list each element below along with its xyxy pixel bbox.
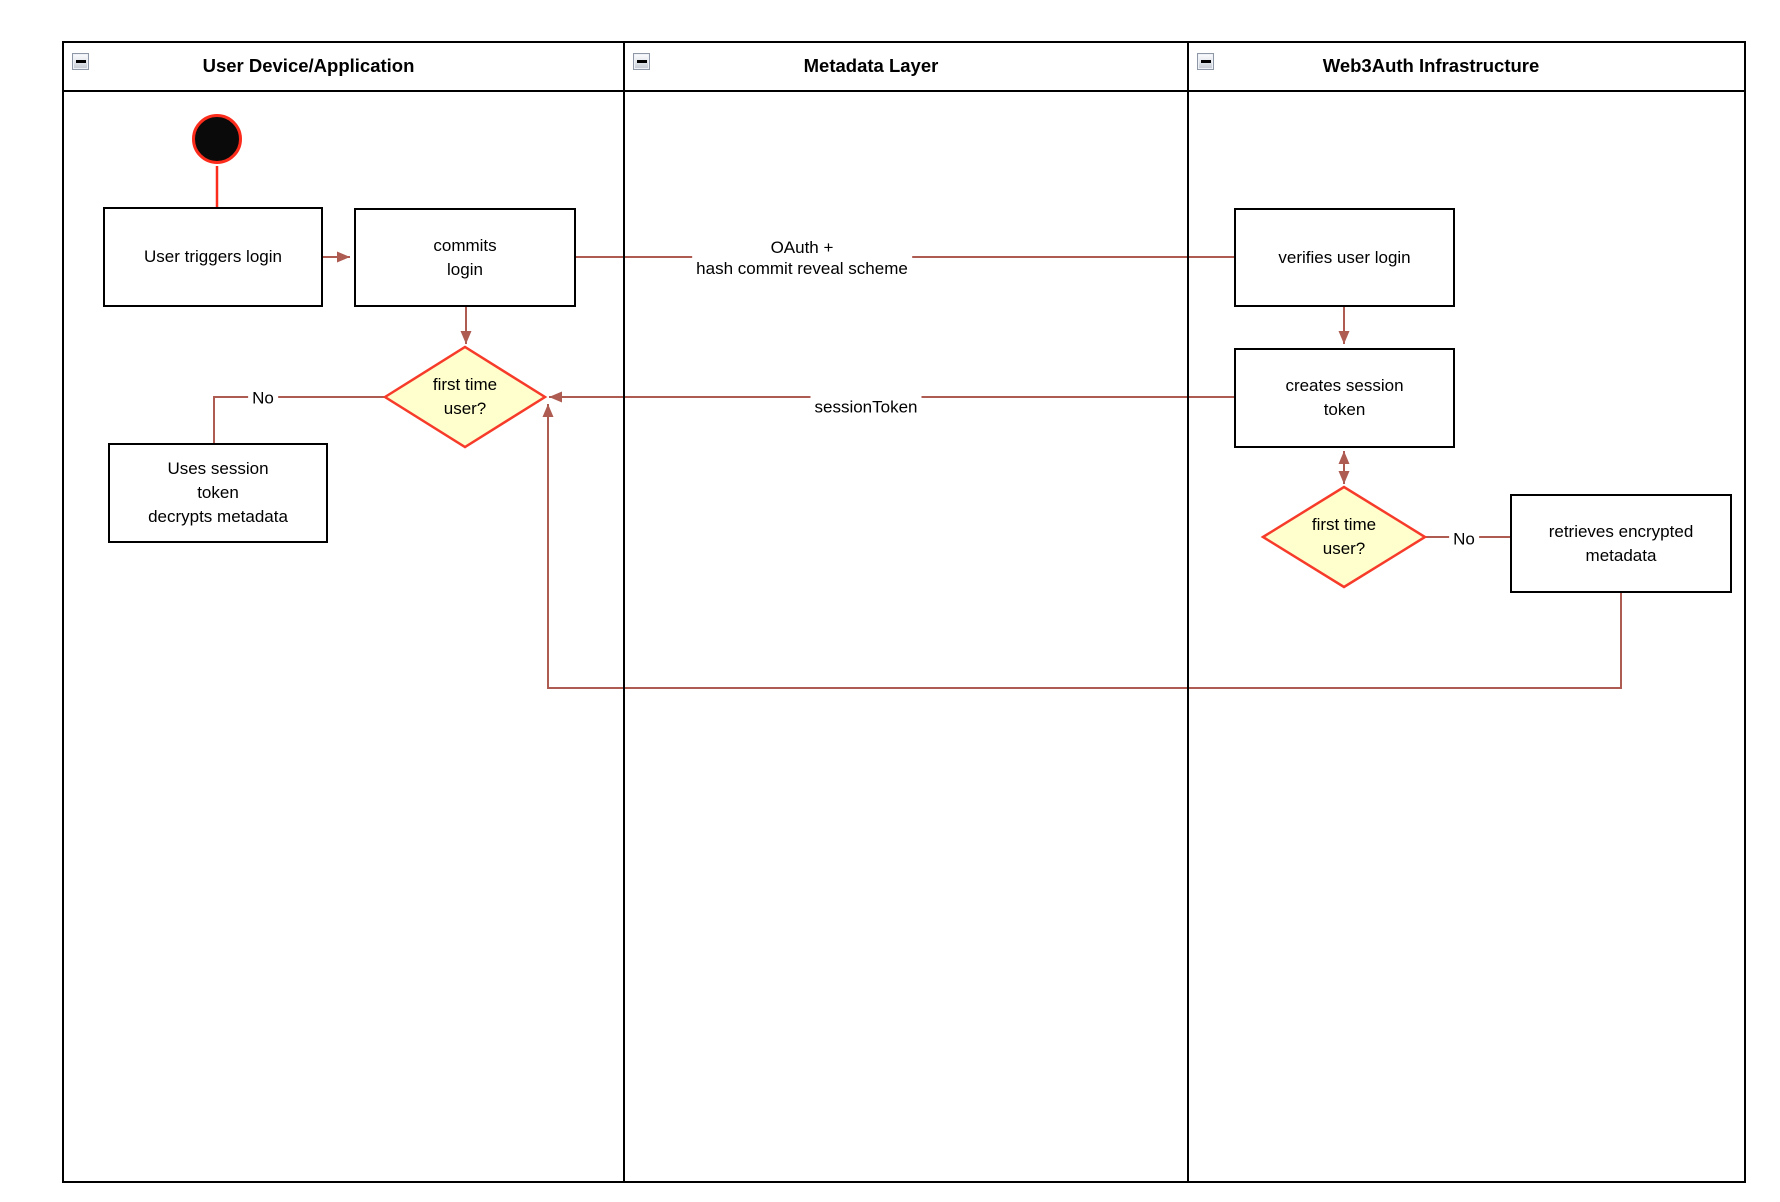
lane-divider-2 — [1187, 43, 1189, 1181]
lane1-collapse-icon[interactable] — [72, 53, 89, 70]
minus-icon — [1200, 60, 1211, 63]
node-label: Uses session — [167, 459, 269, 478]
pool-frame — [62, 41, 1746, 1183]
minus-icon — [75, 60, 86, 63]
edge-label-oauth: OAuth + hash commit reveal scheme — [692, 236, 912, 280]
node-verifies-user-login[interactable]: verifies user login — [1234, 208, 1455, 307]
decision-first-time-user-2[interactable] — [1260, 485, 1428, 589]
edge-label-no-1: No — [248, 386, 278, 410]
edge-label-line: hash commit reveal scheme — [696, 259, 908, 278]
node-label: token — [1323, 400, 1366, 419]
lane3-collapse-icon[interactable] — [1197, 53, 1214, 70]
decision-first-time-user-1[interactable] — [382, 345, 548, 449]
edge-decision1-no — [213, 396, 385, 443]
node-label: token — [197, 483, 239, 502]
lane-title-web3auth: Web3Auth Infrastructure — [1322, 54, 1540, 76]
node-label: creates session — [1285, 376, 1404, 395]
node-label: decrypts metadata — [148, 507, 288, 526]
edge-feedback-loop — [542, 404, 1622, 689]
node-label: commits — [433, 235, 497, 255]
edge-label-no-2: No — [1449, 527, 1479, 551]
lane2-collapse-icon[interactable] — [633, 53, 650, 70]
node-label: User triggers login — [144, 247, 282, 266]
minus-icon — [636, 60, 647, 63]
node-retrieves-encrypted-metadata[interactable]: retrieves encrypted metadata — [1510, 494, 1732, 593]
start-node[interactable] — [192, 114, 242, 164]
edge-label-session-token: sessionToken — [810, 395, 922, 419]
lane-title-metadata-layer: Metadata Layer — [803, 54, 939, 76]
node-uses-session-token[interactable]: Uses session token decrypts metadata — [108, 443, 328, 543]
node-label: retrieves encrypted — [1548, 521, 1694, 541]
node-user-triggers-login[interactable]: User triggers login — [103, 207, 323, 307]
node-label: verifies user login — [1278, 247, 1411, 267]
lane-divider-1 — [623, 43, 625, 1181]
node-label: login — [447, 259, 483, 279]
edge-label-line: OAuth + — [770, 238, 834, 257]
node-commits-login[interactable]: commits login — [354, 208, 576, 307]
lane-title-user-device: User Device/Application — [202, 54, 415, 76]
header-divider — [64, 90, 1744, 92]
node-label: metadata — [1585, 545, 1657, 565]
node-creates-session-token[interactable]: creates session token — [1234, 348, 1455, 448]
